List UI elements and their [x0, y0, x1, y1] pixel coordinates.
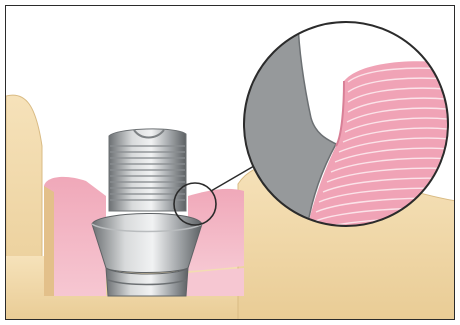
implant-illustration — [6, 6, 455, 320]
figure-frame — [5, 5, 455, 320]
implant-collar — [92, 213, 202, 296]
socket-left-wall — [44, 186, 54, 296]
